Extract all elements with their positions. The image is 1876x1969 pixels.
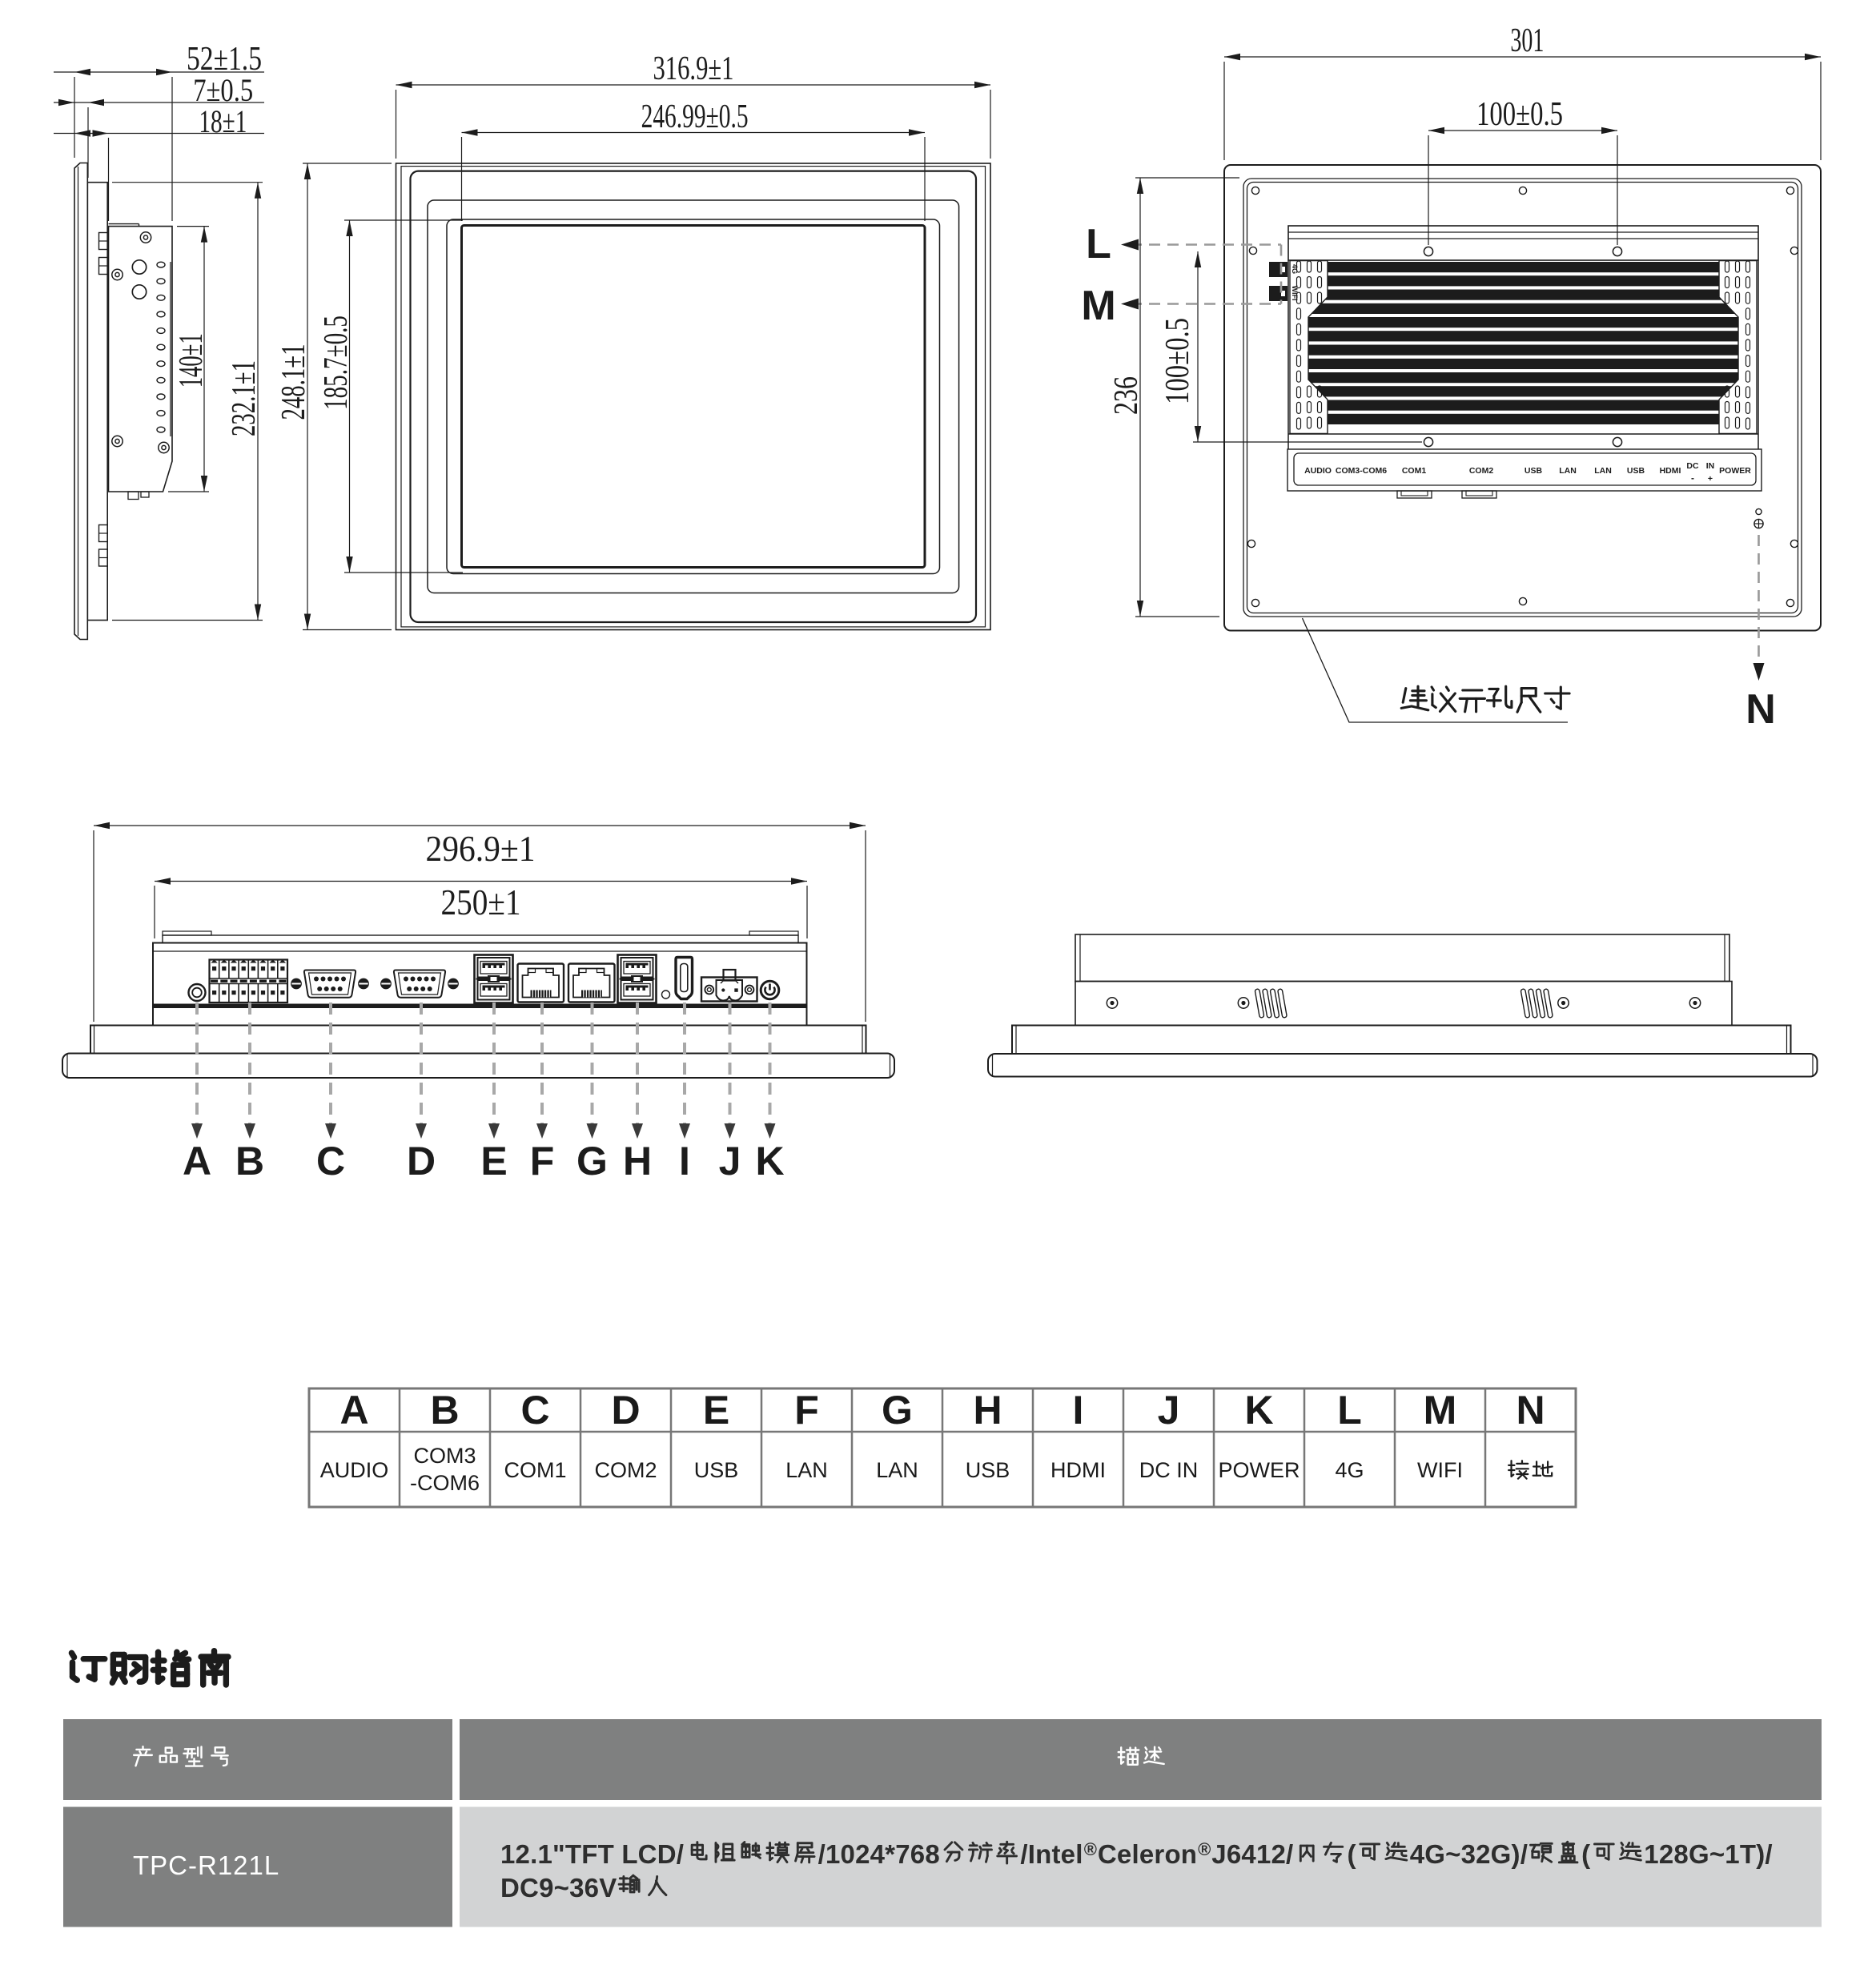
svg-text:USB: USB: [1525, 466, 1543, 476]
svg-text:LAN: LAN: [1559, 466, 1577, 476]
svg-text:A: A: [339, 1388, 368, 1433]
svg-text:4G: 4G: [1335, 1458, 1364, 1482]
svg-text:A: A: [183, 1139, 211, 1183]
svg-text:316.9±1: 316.9±1: [653, 50, 734, 87]
svg-text:LAN: LAN: [785, 1458, 828, 1482]
svg-text:HDMI: HDMI: [1050, 1458, 1106, 1482]
svg-text:USB: USB: [1627, 466, 1645, 476]
svg-text:18±1: 18±1: [199, 103, 247, 139]
svg-text:D: D: [611, 1388, 640, 1433]
svg-text:Celeron: Celeron: [1098, 1839, 1197, 1869]
svg-text:I: I: [1073, 1388, 1084, 1433]
svg-text:250±1: 250±1: [441, 882, 521, 922]
svg-text:J: J: [1158, 1388, 1180, 1433]
svg-text:52±1.5: 52±1.5: [187, 41, 262, 78]
svg-text:185.7±0.5: 185.7±0.5: [318, 315, 355, 410]
svg-text:4G~32G)/: 4G~32G)/: [1410, 1839, 1528, 1869]
svg-text:AUDIO: AUDIO: [320, 1458, 389, 1482]
svg-text:128G~1T)/: 128G~1T)/: [1644, 1839, 1772, 1869]
svg-text:TPC-R121L: TPC-R121L: [133, 1850, 279, 1880]
svg-text:/Intel: /Intel: [1020, 1839, 1083, 1869]
svg-text:236: 236: [1108, 376, 1145, 415]
svg-text:12.1"TFT LCD/: 12.1"TFT LCD/: [500, 1839, 684, 1869]
svg-text:I: I: [679, 1139, 690, 1183]
svg-text:L: L: [1337, 1388, 1362, 1433]
svg-text:USB: USB: [966, 1458, 1010, 1482]
svg-text:DC: DC: [1686, 461, 1699, 471]
svg-text:140±1: 140±1: [173, 333, 210, 388]
svg-text:(: (: [1581, 1839, 1590, 1869]
svg-text:COM1: COM1: [504, 1458, 566, 1482]
svg-text:B: B: [235, 1139, 264, 1183]
svg-text:D: D: [407, 1139, 436, 1183]
svg-text:®: ®: [1198, 1839, 1211, 1859]
svg-text:USB: USB: [694, 1458, 739, 1482]
svg-text:B: B: [430, 1388, 459, 1433]
svg-text:J6412/: J6412/: [1211, 1839, 1293, 1869]
svg-text:COM1: COM1: [1402, 466, 1426, 476]
svg-text:COM3: COM3: [413, 1444, 476, 1468]
svg-text:L: L: [1086, 221, 1111, 267]
svg-text:H: H: [623, 1139, 652, 1183]
svg-text:248.1±1: 248.1±1: [275, 344, 312, 420]
svg-text:J: J: [719, 1139, 741, 1183]
svg-text:COM2: COM2: [1469, 466, 1493, 476]
svg-text:246.99±0.5: 246.99±0.5: [641, 98, 749, 135]
svg-text:M: M: [1081, 283, 1115, 329]
svg-text:COM3-COM6: COM3-COM6: [1336, 466, 1387, 476]
svg-text:M: M: [1424, 1388, 1457, 1433]
svg-text:G: G: [576, 1139, 608, 1183]
svg-text:COM2: COM2: [594, 1458, 657, 1482]
svg-text:AUDIO: AUDIO: [1304, 466, 1332, 476]
svg-text:K: K: [755, 1139, 784, 1183]
svg-text:DC9~36V: DC9~36V: [500, 1873, 617, 1903]
svg-text:100±0.5: 100±0.5: [1476, 96, 1563, 133]
svg-text:(: (: [1348, 1839, 1356, 1869]
svg-text:/1024*768: /1024*768: [818, 1839, 940, 1869]
svg-text:WIFI: WIFI: [1291, 286, 1299, 301]
svg-text:7±0.5: 7±0.5: [193, 72, 253, 108]
svg-text:E: E: [480, 1139, 507, 1183]
svg-text:-: -: [1691, 472, 1694, 484]
svg-text:-COM6: -COM6: [410, 1471, 480, 1495]
svg-text:K: K: [1244, 1388, 1273, 1433]
svg-text:G: G: [882, 1388, 913, 1433]
svg-text:C: C: [316, 1139, 345, 1183]
svg-text:HDMI: HDMI: [1660, 466, 1681, 476]
svg-text:F: F: [530, 1139, 555, 1183]
svg-text:4G: 4G: [1291, 264, 1299, 274]
svg-text:N: N: [1745, 686, 1776, 733]
svg-text:DC IN: DC IN: [1139, 1458, 1199, 1482]
svg-text:F: F: [794, 1388, 819, 1433]
svg-text:232.1±1: 232.1±1: [226, 360, 263, 436]
svg-text:POWER: POWER: [1719, 466, 1751, 476]
svg-text:POWER: POWER: [1218, 1458, 1300, 1482]
svg-text:LAN: LAN: [876, 1458, 918, 1482]
svg-text:LAN: LAN: [1594, 466, 1612, 476]
svg-text:WIFI: WIFI: [1417, 1458, 1463, 1482]
svg-text:301: 301: [1510, 22, 1544, 59]
svg-text:E: E: [703, 1388, 729, 1433]
svg-text:100±0.5: 100±0.5: [1159, 318, 1196, 404]
svg-text:C: C: [520, 1388, 549, 1433]
svg-text:IN: IN: [1706, 461, 1715, 471]
svg-text:+: +: [1708, 474, 1713, 484]
svg-text:N: N: [1516, 1388, 1545, 1433]
svg-text:H: H: [973, 1388, 1002, 1433]
svg-text:296.9±1: 296.9±1: [426, 828, 536, 869]
svg-text:®: ®: [1084, 1839, 1097, 1859]
